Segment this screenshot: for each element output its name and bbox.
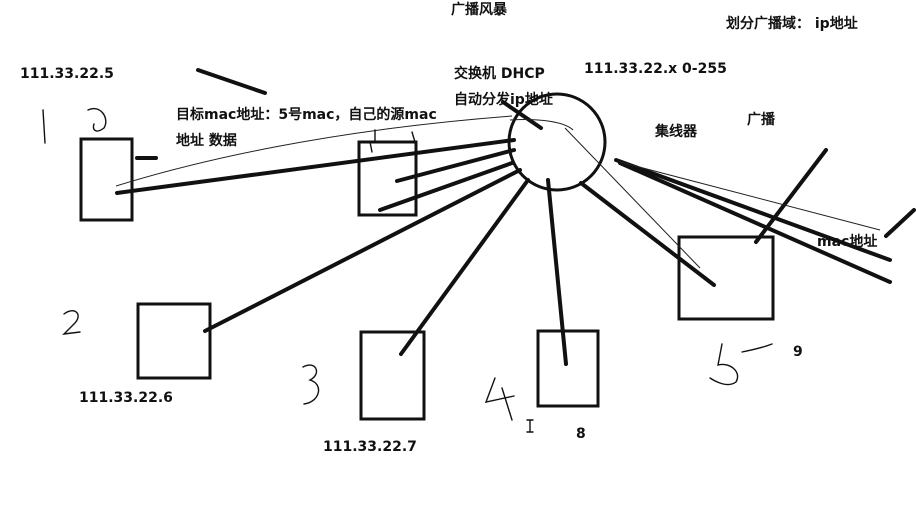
label-hub: 集线器 xyxy=(654,123,698,140)
label-mac-address: mac地址 xyxy=(817,233,877,250)
label-ip-1: 111.33.22.5 xyxy=(20,66,114,82)
device-box-6 xyxy=(677,235,775,321)
scribble-box2b xyxy=(402,131,416,143)
scribble-box2 xyxy=(359,129,376,153)
label-subnet-range: 111.33.22.x 0-255 xyxy=(584,61,727,77)
label-broadcast-storm: 广播风暴 xyxy=(451,1,508,18)
link-6 xyxy=(579,181,716,287)
link-2b xyxy=(378,161,514,212)
link-1 xyxy=(115,138,516,195)
link-9 xyxy=(618,161,892,284)
label-num-9: 9 xyxy=(793,344,803,360)
device-box-2 xyxy=(357,140,418,217)
label-broadcast: 广播 xyxy=(747,111,776,128)
stroke-switch xyxy=(501,100,543,130)
thin-line-2 xyxy=(619,161,881,231)
label-num-8: 8 xyxy=(576,426,586,442)
label-auto-ip: 自动分发ip地址 xyxy=(454,91,553,108)
hub-circle xyxy=(507,92,607,192)
link-4 xyxy=(399,178,530,356)
label-divide-domain: 划分广播域： ip地址 xyxy=(726,15,858,32)
label-switch-dhcp: 交换机 DHCP xyxy=(454,65,545,82)
scribble-2 xyxy=(62,310,81,335)
scribble-5 xyxy=(709,343,739,386)
thin-curve-2 xyxy=(509,119,574,131)
link-2 xyxy=(395,148,516,183)
label-target-mac: 目标mac地址：5号mac，自己的源mac xyxy=(176,106,437,123)
label-addr-data: 地址 数据 xyxy=(176,132,237,149)
device-box-4 xyxy=(359,330,426,421)
device-box-3 xyxy=(136,302,212,380)
thin-line-1 xyxy=(564,127,701,269)
scribble-cursor xyxy=(526,419,534,433)
scribble-5-tail xyxy=(741,343,773,353)
label-ip-3: 111.33.22.7 xyxy=(323,439,417,455)
link-8 xyxy=(614,158,892,262)
device-box-1 xyxy=(79,137,134,222)
scribble-0 xyxy=(87,107,107,132)
link-10 xyxy=(884,208,916,238)
label-ip-2: 111.33.22.6 xyxy=(79,390,173,406)
scribble-1 xyxy=(42,109,46,144)
thin-curve-1 xyxy=(115,115,513,187)
link-3 xyxy=(203,168,522,333)
scribble-3 xyxy=(302,364,320,405)
link-5 xyxy=(546,178,568,366)
scribble-4 xyxy=(484,377,515,421)
stroke-top xyxy=(196,68,267,95)
device-box-5 xyxy=(536,329,600,408)
